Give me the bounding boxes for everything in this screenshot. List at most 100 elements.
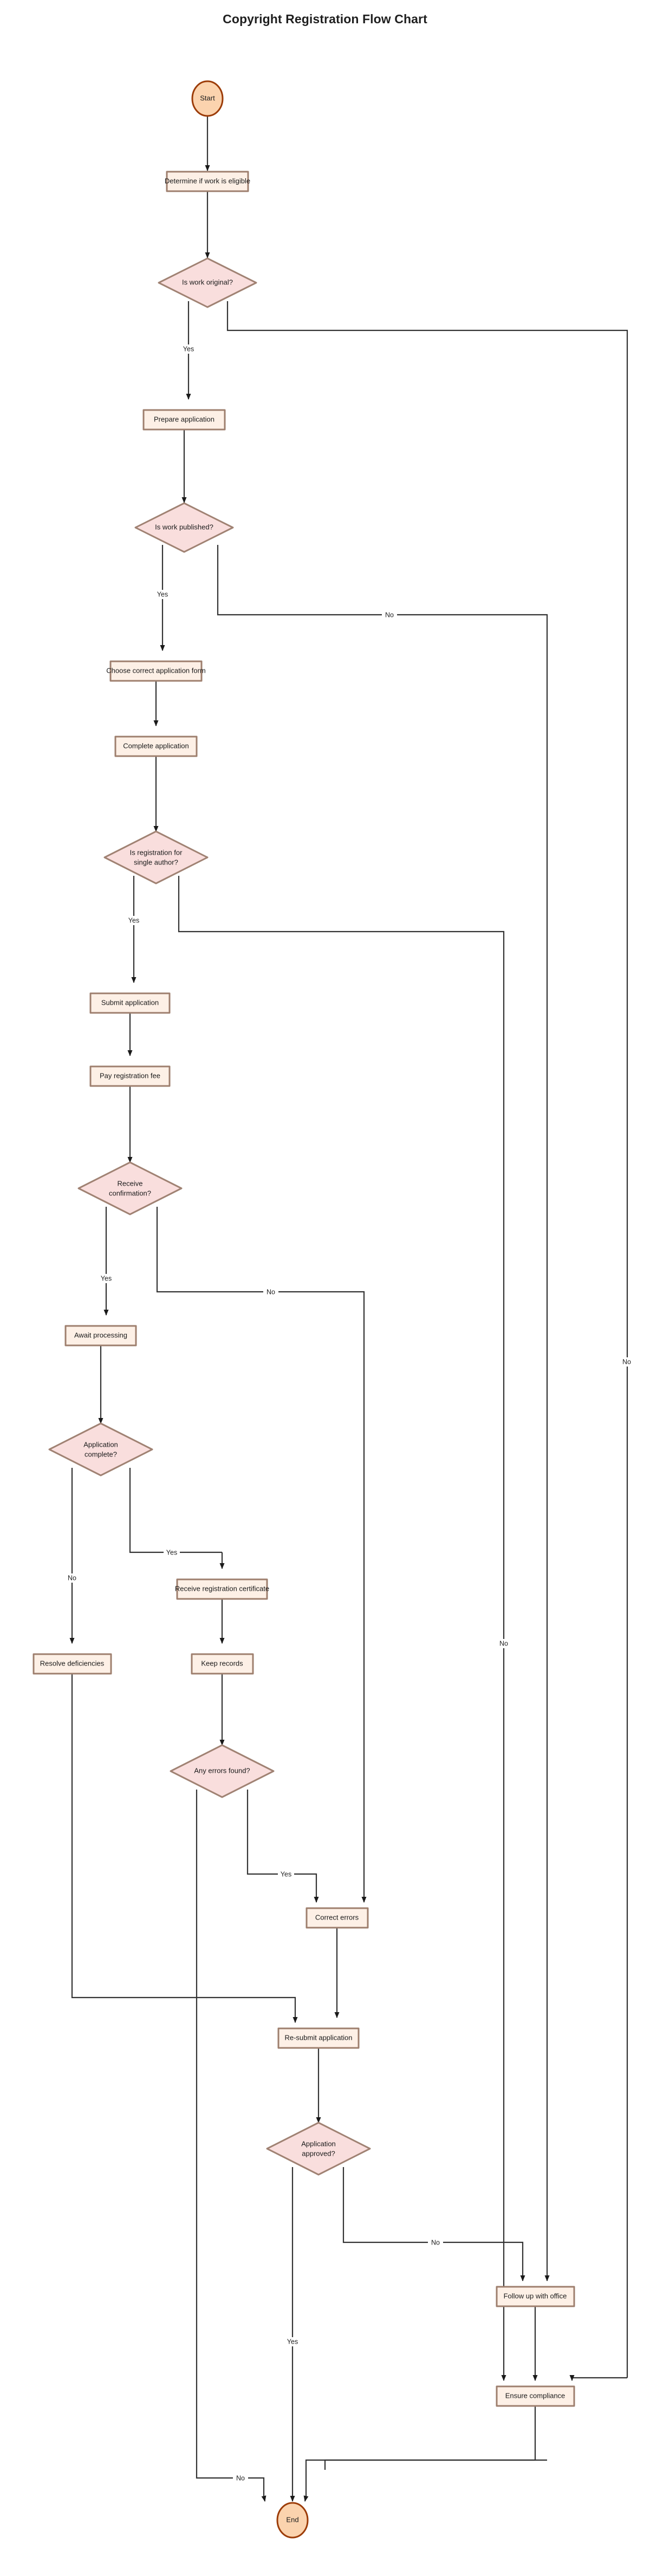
resubmit-application-box[interactable] [277, 2027, 360, 2049]
edge-label-original-no: No [385, 611, 394, 619]
application-complete-diamond[interactable] [48, 1422, 153, 1476]
node-label-determine-eligible: Determine if work is eligible [165, 177, 250, 185]
node-pay-registration-fee[interactable]: Pay registration fee [89, 1065, 171, 1087]
is-work-published-diamond[interactable] [134, 502, 234, 553]
edge-label-approved-no: No [431, 2239, 440, 2246]
node-label-is-work-original: Is work original? [182, 278, 233, 286]
node-complete-application[interactable]: Complete application [114, 736, 198, 757]
node-determine-eligible[interactable]: Determine if work is eligible [165, 171, 250, 192]
node-receive-certificate[interactable]: Receive registration certificate [175, 1578, 269, 1600]
edge-branch-to-end-left [324, 2459, 547, 2470]
complete-application-box[interactable] [114, 736, 198, 757]
edge-label-singleauth-no: No [499, 1640, 508, 1647]
node-end[interactable]: End [276, 2502, 309, 2539]
receive-confirmation-diamond[interactable] [77, 1161, 183, 1215]
edge-label-anyerrors-no: No [236, 2474, 245, 2482]
node-start[interactable]: Start [191, 80, 224, 117]
edge-anyerrors-correct [246, 1790, 317, 1897]
follow-up-with-office-box[interactable] [496, 2286, 575, 2307]
edge-label-confirm-yes: Yes [101, 1274, 112, 1282]
node-single-author[interactable]: Is registration for single author? [103, 830, 209, 884]
keep-records-box[interactable] [191, 1653, 254, 1675]
node-await-processing[interactable]: Await processing [64, 1325, 137, 1346]
choose-correct-form-box[interactable] [109, 660, 203, 682]
node-resubmit-application[interactable]: Re-submit application [277, 2027, 360, 2049]
node-resolve-deficiencies[interactable]: Resolve deficiencies [32, 1653, 112, 1675]
start-terminal-shape[interactable] [191, 80, 224, 117]
node-keep-records[interactable]: Keep records [191, 1653, 254, 1675]
node-label-choose-correct-form: Choose correct application form [106, 666, 206, 674]
node-application-approved[interactable]: Application approved? [266, 2122, 371, 2176]
ensure-compliance-box[interactable] [496, 2385, 575, 2407]
node-is-work-published[interactable]: Is work published? [134, 502, 234, 553]
edge-label-appcomplete-yes: Yes [166, 1549, 177, 1556]
node-label-await-processing: Await processing [74, 1331, 127, 1339]
receive-certificate-box[interactable] [176, 1578, 268, 1600]
submit-application-box[interactable] [89, 992, 171, 1014]
node-label-follow-up-with-office: Follow up with office [504, 2292, 567, 2300]
edge-anyerrors-end-tail [261, 2495, 266, 2502]
node-label-end: End [286, 2515, 298, 2523]
edge-label-appcomplete-no: No [68, 1574, 76, 1582]
node-label-ensure-compliance: Ensure compliance [505, 2391, 566, 2399]
edge-resolve-resubmit [71, 1674, 296, 2018]
node-prepare-application[interactable]: Prepare application [142, 409, 226, 431]
any-errors-found-diamond[interactable] [170, 1744, 275, 1798]
node-label-receive-confirmation-line1: Receive [118, 1179, 143, 1187]
correct-errors-box[interactable] [306, 1907, 369, 1929]
edge-label-original-yes: Yes [183, 345, 194, 353]
node-label-resolve-deficiencies: Resolve deficiencies [40, 1659, 105, 1667]
edge-published-followup [217, 545, 548, 2275]
edge-label-published-yes: Yes [157, 590, 168, 598]
node-is-work-original[interactable]: Is work original? [158, 257, 257, 308]
nodes-layer: Start Determine if work is eligible Is w… [32, 80, 575, 2539]
node-receive-confirmation[interactable]: Receive confirmation? [77, 1161, 183, 1215]
node-label-application-complete-line2: complete? [84, 1450, 117, 1458]
node-correct-errors[interactable]: Correct errors [306, 1907, 369, 1929]
node-any-errors-found[interactable]: Any errors found? [170, 1744, 275, 1798]
node-label-pay-registration-fee: Pay registration fee [100, 1071, 160, 1079]
edge-label-approved-yes: Yes [287, 2338, 298, 2345]
node-label-submit-application: Submit application [101, 998, 159, 1006]
node-ensure-compliance[interactable]: Ensure compliance [496, 2385, 575, 2407]
node-choose-correct-form[interactable]: Choose correct application form [106, 660, 206, 682]
edge-label-published-no: No [622, 1358, 631, 1365]
node-follow-up-with-office[interactable]: Follow up with office [496, 2286, 575, 2307]
edge-original-ensure [226, 301, 628, 2378]
edge-label-singleauth-yes: Yes [128, 916, 139, 924]
determine-eligible-box[interactable] [166, 171, 249, 192]
edge-ensure-end-tail [303, 2495, 309, 2502]
single-author-diamond[interactable] [103, 830, 209, 884]
edge-label-anyerrors-yes: Yes [281, 1870, 291, 1878]
node-label-application-approved-line1: Application [301, 2139, 336, 2148]
prepare-application-box[interactable] [142, 409, 226, 431]
edge-original-ensure-tail [569, 2375, 627, 2381]
pay-registration-fee-box[interactable] [89, 1065, 171, 1087]
node-label-single-author-line2: single author? [134, 858, 178, 866]
edge-singleauth-ensure [178, 876, 505, 2378]
node-label-application-complete-line1: Application [83, 1440, 118, 1448]
node-submit-application[interactable]: Submit application [89, 992, 171, 1014]
page-title: Copyright Registration Flow Chart [223, 12, 427, 26]
node-label-resubmit-application: Re-submit application [284, 2033, 352, 2041]
end-terminal-shape[interactable] [276, 2502, 309, 2539]
node-label-keep-records: Keep records [201, 1659, 243, 1667]
edges-layer [69, 116, 628, 2502]
edge-approved-followup [342, 2167, 524, 2275]
application-approved-diamond[interactable] [266, 2122, 371, 2176]
edge-anyerrors-end [196, 1790, 265, 2496]
node-label-single-author-line1: Is registration for [130, 848, 183, 856]
node-label-any-errors-found: Any errors found? [194, 1766, 250, 1774]
edge-labels-layer: Yes No Yes No Yes No Yes No Yes No Yes N… [64, 344, 634, 2483]
await-processing-box[interactable] [64, 1325, 137, 1346]
node-label-prepare-application: Prepare application [154, 415, 214, 423]
edge-ensure-end [305, 2406, 536, 2496]
node-label-correct-errors: Correct errors [315, 1913, 359, 1921]
node-label-complete-application: Complete application [123, 741, 188, 750]
resolve-deficiencies-box[interactable] [32, 1653, 112, 1675]
edge-confirm-correct [156, 1207, 365, 1897]
node-label-receive-certificate: Receive registration certificate [175, 1584, 269, 1592]
node-application-complete[interactable]: Application complete? [48, 1422, 153, 1476]
is-work-original-diamond[interactable] [158, 257, 257, 308]
